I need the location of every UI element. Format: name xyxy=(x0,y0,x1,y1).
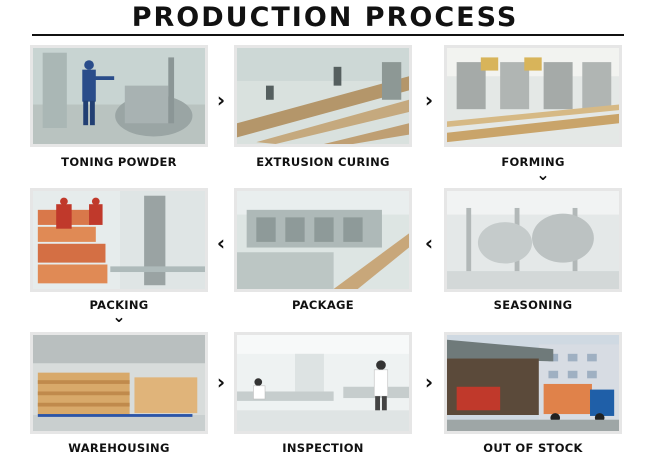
arrow-down-icon: ⌄ xyxy=(112,307,126,326)
step-label-inspection: INSPECTION xyxy=(282,441,364,455)
arrow-down-icon: ⌄ xyxy=(536,165,550,184)
photo-out-of-stock xyxy=(444,332,622,434)
step-label-warehousing: WAREHOUSING xyxy=(68,441,170,455)
title-underline xyxy=(32,34,624,36)
arrow-left-icon: ‹ xyxy=(424,231,434,255)
page-title: PRODUCTION PROCESS xyxy=(131,2,519,33)
arrow-left-icon: ‹ xyxy=(216,231,226,255)
step-label-packing: PACKING xyxy=(89,298,149,312)
photo-packing xyxy=(30,188,208,292)
step-label-seasoning: SEASONING xyxy=(493,298,573,312)
arrow-right-icon: › xyxy=(424,88,434,112)
step-label-package: PACKAGE xyxy=(292,298,354,312)
photo-warehousing xyxy=(30,332,208,434)
step-label-forming: FORMING xyxy=(501,155,565,169)
step-label-toning-powder: TONING POWDER xyxy=(61,155,177,169)
arrow-right-icon: › xyxy=(424,370,434,394)
step-label-out-of-stock: OUT OF STOCK xyxy=(483,441,583,455)
arrow-right-icon: › xyxy=(216,88,226,112)
photo-forming xyxy=(444,45,622,147)
photo-toning-powder xyxy=(30,45,208,147)
photo-package xyxy=(234,188,412,292)
photo-extrusion-curing xyxy=(234,45,412,147)
photo-seasoning xyxy=(444,188,622,292)
arrow-right-icon: › xyxy=(216,370,226,394)
step-label-extrusion-curing: EXTRUSION CURING xyxy=(256,155,390,169)
photo-inspection xyxy=(234,332,412,434)
